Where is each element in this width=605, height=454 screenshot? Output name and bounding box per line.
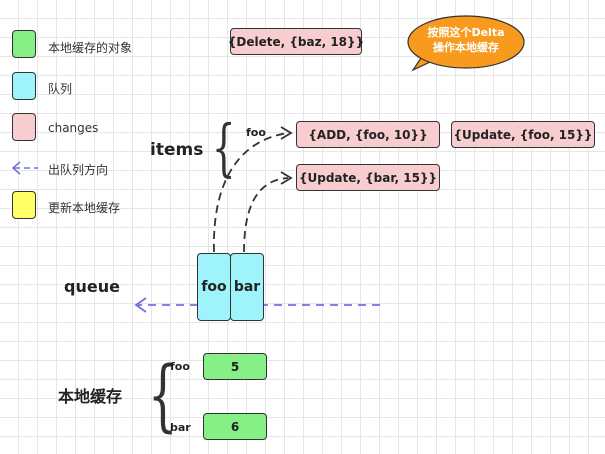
callout-line-2: 操作本地缓存 [433, 41, 499, 54]
legend-label-dequeue: 出队列方向 [48, 163, 109, 177]
legend-swatch-update-cache [12, 191, 36, 219]
add-foo-change-box: {ADD, {foo, 10}} [296, 121, 440, 148]
local-cache-label: 本地缓存 [58, 387, 123, 406]
cache-value-foo: 5 [203, 353, 267, 380]
cache-brace: { [147, 351, 178, 441]
queue-label: queue [64, 277, 120, 296]
queue-cell-foo: foo [197, 253, 231, 321]
items-foo-label: foo [246, 126, 266, 139]
legend-swatch-queue [12, 72, 36, 100]
legend-dequeue-arrow-icon [11, 161, 38, 175]
items-brace: { [211, 111, 236, 184]
bar-to-items-arrow [243, 171, 293, 253]
update-bar-change-box: {Update, {bar, 15}} [296, 164, 440, 191]
legend-label-local-cache: 本地缓存的对象 [48, 41, 133, 55]
cache-key-foo: foo [170, 360, 190, 373]
legend-label-queue: 队列 [48, 82, 73, 96]
items-label: items [150, 140, 204, 160]
legend-swatch-local-cache [12, 30, 36, 58]
callout-text: 按照这个Delta 操作本地缓存 [410, 25, 522, 55]
update-foo-change-box: {Update, {foo, 15}} [451, 121, 595, 148]
legend-label-update-cache: 更新本地缓存 [48, 201, 121, 215]
queue-cell-bar: bar [230, 253, 264, 321]
foo-to-items-arrow [213, 126, 293, 253]
callout-line-1: 按照这个Delta [427, 26, 505, 39]
dequeue-direction-arrow [134, 297, 380, 313]
cache-value-bar: 6 [203, 413, 267, 440]
legend-swatch-changes [12, 113, 36, 141]
callout-bubble [407, 15, 525, 72]
legend-label-changes: changes [48, 121, 99, 135]
cache-key-bar: bar [170, 421, 191, 434]
delete-change-box: {Delete, {baz, 18}} [228, 28, 364, 55]
